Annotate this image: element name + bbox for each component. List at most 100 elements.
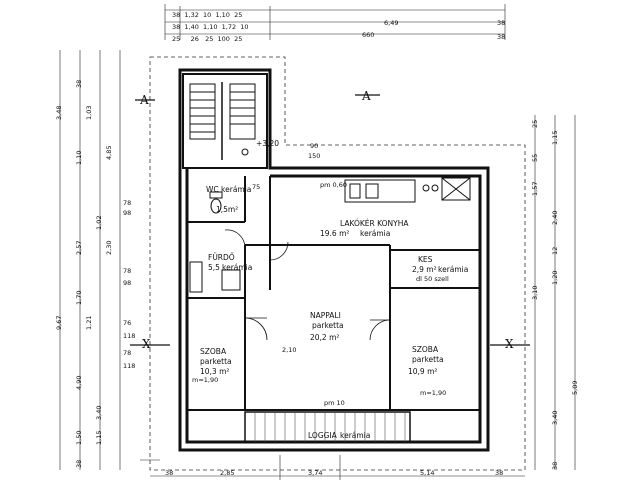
dim-right-55: 55 [531,153,539,162]
dim-left-257: 2,57 [75,240,83,255]
dims-top-row3: 25 26 25 100 25 [172,36,242,43]
nappali-name: NAPPALI [310,311,341,320]
n78a-label: 78 [123,199,132,207]
n78b-label: 78 [123,267,132,275]
dim-right-120: 1,20 [551,270,559,285]
interior-walls [187,176,480,411]
dim-r2-649: 6,49 [384,19,399,27]
dim-left-102: 1,02 [95,215,103,230]
dim-r3-25c: 25 [234,35,243,43]
dim-r3-100: 100 [217,35,230,43]
kes-floor: kerámia [438,265,469,274]
wc-name: WC [206,185,219,194]
section-marker-x-right: X [505,337,514,351]
n118a-label: 118 [123,332,136,340]
doors [224,229,391,341]
section-markers [130,94,530,346]
dims-top-row2: 38 1,40 1,10 1,72 10 [172,24,249,31]
dim-r2-140: 1,40 [184,23,199,31]
n90-label: 90 [310,142,319,150]
dim-left-121: 1,21 [85,315,93,330]
furdo-floor: kerámia [222,263,253,272]
n75-label: 75 [252,183,261,191]
nappali-floor: parketta [312,321,344,330]
furdo-name: FÜRDŐ [208,253,235,262]
szoba-left-name: SZOBA [200,347,227,356]
lakokonyha-name: LAKÓKÉR KONYHA [340,219,409,228]
dim-left-485: 4,85 [105,145,113,160]
dim-top-10: 10 [203,11,212,19]
dim-bottom-285: 2,85 [220,469,235,477]
dim-bottom-38b: 38 [495,469,504,477]
dim-r2-10: 10 [240,23,249,31]
szoba-right-floor: parketta [412,355,444,364]
szoba-left-area: 10,3 m² [200,367,230,376]
pm10-label: pm 10 [324,399,345,407]
szoba-right-name: SZOBA [412,345,439,354]
stair-tower [182,73,268,169]
dim-right-115: 1,15 [551,130,559,145]
dim-r3-660: 660 [362,31,375,39]
dim-left-348: 3,48 [55,105,63,120]
exterior-walls [178,68,490,452]
dim-top-38: 38 [172,11,181,19]
m190b-label: m=1,90 [420,389,447,397]
kes-name: KES [418,255,433,264]
dim-r2-38b: 38 [497,19,506,27]
dim-right-12: 12 [551,246,559,255]
dim-left-38: 38 [75,459,83,468]
n98b-label: 98 [123,279,132,287]
section-marker-a-top: A [362,89,371,103]
pm60-label: pm 0,60 [320,181,347,189]
n78c-label: 78 [123,349,132,357]
dim-right-157: 1,57 [531,181,539,196]
dl50-label: dl 50 szell [416,275,449,283]
dim-bottom-38: 38 [165,469,174,477]
n118b-label: 118 [123,362,136,370]
dim-right-340: 3,40 [551,410,559,425]
lakokonyha-area: 19.6 m² [320,229,350,238]
dim-right-310: 3,10 [531,285,539,300]
dim-r3-26: 26 [190,35,199,43]
lakokonyha-floor: kerámia [360,229,391,238]
dim-r3-38: 38 [497,33,506,41]
nappali-area: 20,2 m² [310,333,340,342]
dims-top-row1: 38 1,32 10 1,10 25 [172,12,242,19]
dim-bottom-374: 3,74 [308,469,323,477]
loggia-floor: kerámia [340,431,371,440]
wc-label: WC kerámia [206,186,251,194]
m190a-label: m=1,90 [192,376,219,384]
bath-fixtures [189,191,241,293]
dim-right-240: 2,40 [551,210,559,225]
dim-r2-172: 1,72 [221,23,237,31]
szoba-left-floor: parketta [200,357,232,366]
dim-right-509: 5,09 [571,380,579,395]
site-outline [149,56,526,471]
dim-right-25: 25 [531,119,539,128]
dim-r2-38: 38 [172,23,181,31]
loggia [244,411,411,443]
dim-bottom-514: 5,14 [420,469,435,477]
dim-r3-25b: 25 [205,35,214,43]
dim-top-25: 25 [234,11,243,19]
dim-left-170: 1,70 [75,290,83,305]
dim-r2-110: 1,10 [203,23,218,31]
dim-left-340: 3,40 [95,405,103,420]
loggia-name: LOGGIA [308,431,337,440]
furdo-area: 5,5 [208,263,220,272]
kitchen-counter [344,177,471,203]
wc-area: 1,5m² [216,205,239,214]
n76-label: 76 [123,319,132,327]
dim-left-490: 4,90 [75,375,83,390]
dimension-lines [59,4,576,480]
door-210-label: 2,10 [282,346,297,354]
szoba-right-area: 10,9 m² [408,367,438,376]
dim-right-38: 38 [551,461,559,470]
dim-top-110: 1,10 [215,11,230,19]
dim-left-115: 1,15 [95,430,103,445]
dim-left-103: 1,03 [85,105,93,120]
section-marker-x-left: X [142,337,151,351]
stair-level: +3,20 [256,139,279,148]
dim-left-230: 2,30 [105,240,113,255]
